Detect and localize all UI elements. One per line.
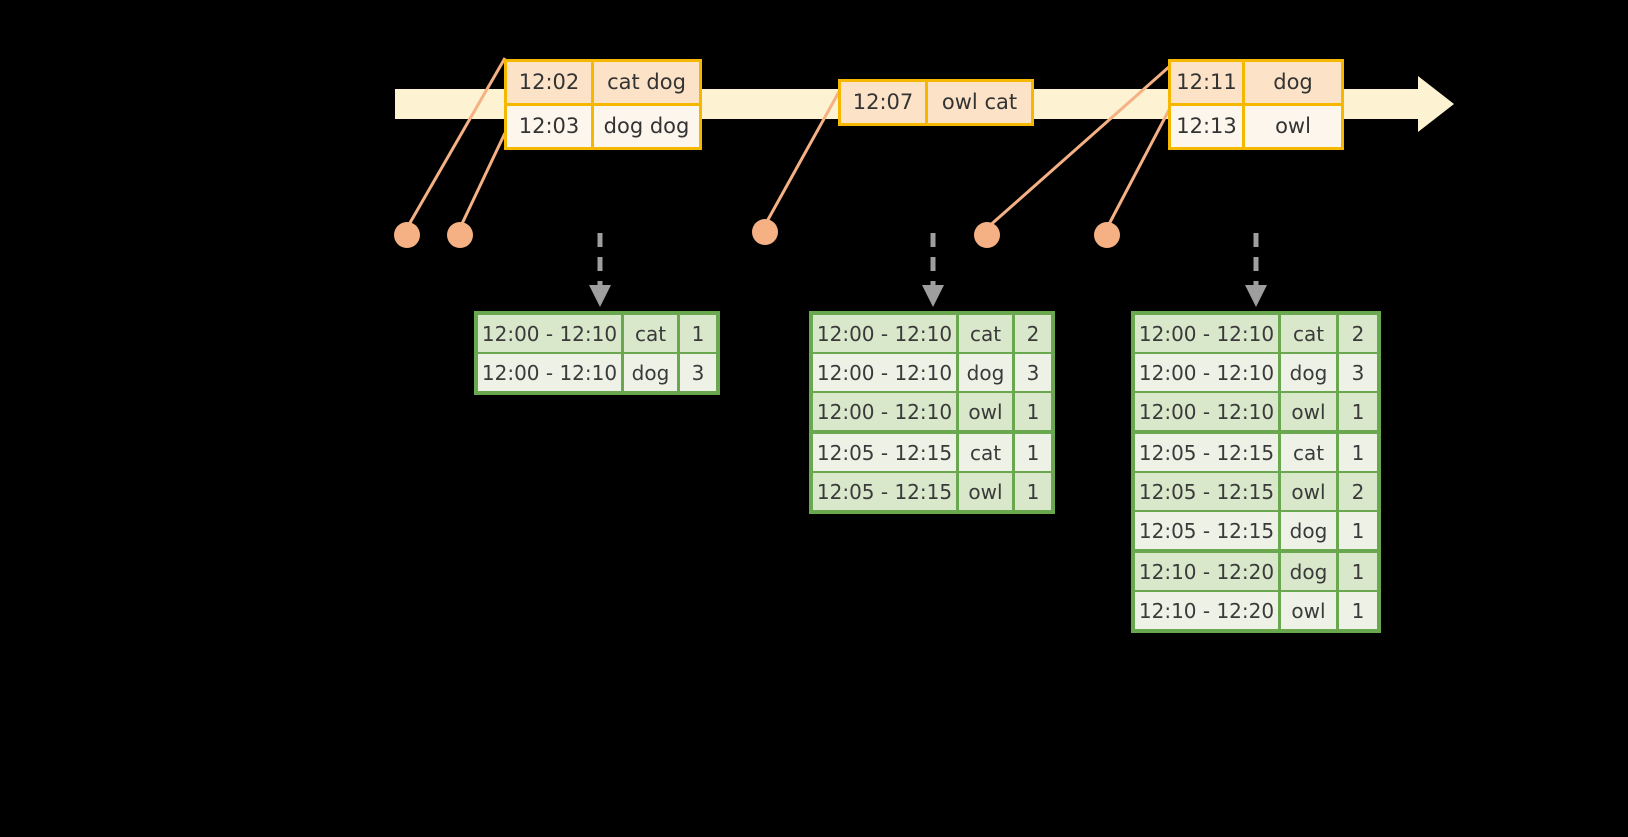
event-row: 12:13 owl: [1171, 103, 1341, 147]
window-cell: 12:05 - 12:15: [813, 434, 959, 471]
connector-dot-3: [752, 219, 778, 245]
count-cell: 1: [1339, 512, 1377, 549]
count-cell: 1: [1015, 473, 1051, 510]
key-cell: owl: [1281, 592, 1339, 629]
count-cell: 3: [1015, 354, 1051, 391]
count-cell: 3: [680, 354, 716, 391]
count-cell: 1: [1339, 553, 1377, 590]
count-cell: 2: [1339, 315, 1377, 352]
table-row: 12:00 - 12:10 dog 3: [813, 354, 1051, 393]
count-cell: 1: [1339, 434, 1377, 471]
key-cell: cat: [624, 315, 680, 352]
event-time: 12:13: [1171, 106, 1245, 147]
event-text: owl: [1245, 106, 1341, 147]
connector-dot-4: [974, 222, 1000, 248]
result-table-3: 12:00 - 12:10 cat 2 12:00 - 12:10 dog 3 …: [1131, 311, 1381, 633]
result-table-2: 12:00 - 12:10 cat 2 12:00 - 12:10 dog 3 …: [809, 311, 1055, 514]
count-cell: 3: [1339, 354, 1377, 391]
connector-dot-1: [394, 222, 420, 248]
key-cell: dog: [959, 354, 1015, 391]
key-cell: cat: [959, 315, 1015, 352]
table-row: 12:10 - 12:20 owl 1: [1135, 592, 1377, 629]
window-cell: 12:05 - 12:15: [1135, 434, 1281, 471]
event-text: dog dog: [594, 106, 699, 147]
key-cell: owl: [1281, 473, 1339, 510]
table-row: 12:05 - 12:15 dog 1: [1135, 512, 1377, 553]
down-arrow-2: [922, 233, 944, 307]
window-cell: 12:05 - 12:15: [1135, 473, 1281, 510]
key-cell: dog: [1281, 354, 1339, 391]
window-cell: 12:00 - 12:10: [478, 315, 624, 352]
table-row: 12:05 - 12:15 cat 1: [1135, 434, 1377, 473]
table-row: 12:00 - 12:10 cat 1: [478, 315, 716, 354]
table-row: 12:10 - 12:20 dog 1: [1135, 553, 1377, 592]
window-cell: 12:00 - 12:10: [1135, 315, 1281, 352]
event-text: dog: [1245, 62, 1341, 103]
table-row: 12:00 - 12:10 owl 1: [1135, 393, 1377, 434]
window-cell: 12:10 - 12:20: [1135, 592, 1281, 629]
connector-dot-2: [447, 222, 473, 248]
window-cell: 12:00 - 12:10: [813, 393, 959, 430]
key-cell: owl: [1281, 393, 1339, 430]
key-cell: cat: [959, 434, 1015, 471]
table-row: 12:00 - 12:10 owl 1: [813, 393, 1051, 434]
window-cell: 12:05 - 12:15: [813, 473, 959, 510]
event-box-3: 12:11 dog 12:13 owl: [1168, 59, 1344, 150]
count-cell: 1: [680, 315, 716, 352]
event-box-1: 12:02 cat dog 12:03 dog dog: [504, 59, 702, 150]
count-cell: 2: [1339, 473, 1377, 510]
event-text: owl cat: [928, 82, 1031, 123]
event-box-2: 12:07 owl cat: [838, 79, 1034, 126]
table-row: 12:00 - 12:10 dog 3: [478, 354, 716, 391]
event-row: 12:11 dog: [1171, 62, 1341, 103]
event-row: 12:03 dog dog: [507, 103, 699, 147]
table-row: 12:05 - 12:15 owl 1: [813, 473, 1051, 510]
event-row: 12:02 cat dog: [507, 62, 699, 103]
table-row: 12:05 - 12:15 owl 2: [1135, 473, 1377, 512]
key-cell: owl: [959, 393, 1015, 430]
event-time: 12:11: [1171, 62, 1245, 103]
window-cell: 12:00 - 12:10: [1135, 354, 1281, 391]
window-cell: 12:00 - 12:10: [1135, 393, 1281, 430]
table-row: 12:00 - 12:10 cat 2: [1135, 315, 1377, 354]
event-text: cat dog: [594, 62, 699, 103]
connector-dot-5: [1094, 222, 1120, 248]
result-table-1: 12:00 - 12:10 cat 1 12:00 - 12:10 dog 3: [474, 311, 720, 395]
count-cell: 1: [1339, 393, 1377, 430]
table-row: 12:00 - 12:10 dog 3: [1135, 354, 1377, 393]
count-cell: 2: [1015, 315, 1051, 352]
key-cell: dog: [1281, 553, 1339, 590]
key-cell: dog: [624, 354, 680, 391]
key-cell: cat: [1281, 434, 1339, 471]
window-cell: 12:05 - 12:15: [1135, 512, 1281, 549]
key-cell: dog: [1281, 512, 1339, 549]
down-arrow-3: [1245, 233, 1267, 307]
event-row: 12:07 owl cat: [841, 82, 1031, 123]
window-cell: 12:10 - 12:20: [1135, 553, 1281, 590]
count-cell: 1: [1015, 434, 1051, 471]
table-row: 12:05 - 12:15 cat 1: [813, 434, 1051, 473]
count-cell: 1: [1015, 393, 1051, 430]
down-arrow-1: [589, 233, 611, 307]
event-time: 12:02: [507, 62, 594, 103]
window-cell: 12:00 - 12:10: [813, 354, 959, 391]
key-cell: owl: [959, 473, 1015, 510]
table-row: 12:00 - 12:10 cat 2: [813, 315, 1051, 354]
window-cell: 12:00 - 12:10: [478, 354, 624, 391]
timeline-arrowhead-icon: [1418, 76, 1454, 132]
window-cell: 12:00 - 12:10: [813, 315, 959, 352]
key-cell: cat: [1281, 315, 1339, 352]
event-time: 12:03: [507, 106, 594, 147]
count-cell: 1: [1339, 592, 1377, 629]
event-time: 12:07: [841, 82, 928, 123]
